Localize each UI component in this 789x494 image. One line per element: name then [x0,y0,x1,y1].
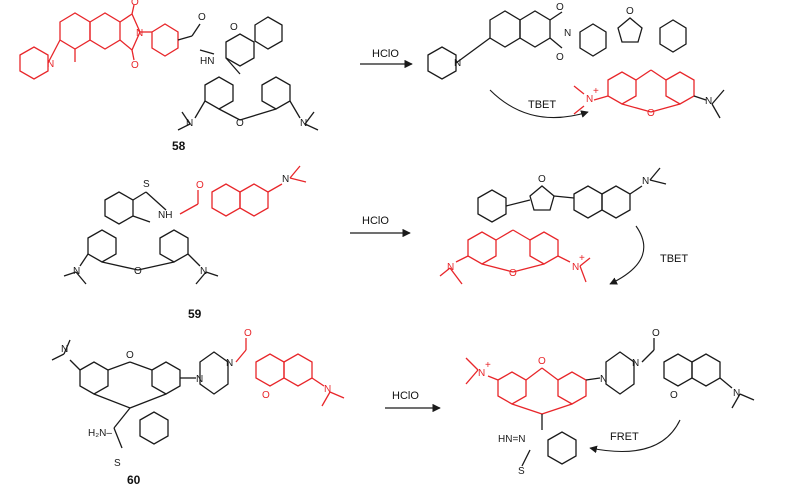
atom-n-plus: N [572,262,579,273]
atom-o: O [652,328,660,339]
atom-n: N [300,118,307,129]
coumarin-donor [235,338,345,407]
atom-o: O [198,12,206,23]
atom-n: N [282,174,289,185]
mechanism-label: TBET [660,253,688,265]
atom-o: O [626,6,634,17]
rhodamine-spiro-thiolactam [63,191,219,285]
compound-59-reactant: S NH O N N O N [63,165,307,285]
reaction-arrow: HClO [350,215,411,238]
atom-nh: NH [158,210,172,221]
reagent-label: HClO [372,48,399,60]
compound-60-reactant: O N H₂N– S N N O O N [51,328,345,469]
open-rhodamine-acceptor [465,357,587,415]
atom-o: O [556,52,564,63]
atom-h2n: H₂N– [88,428,112,439]
compound-number: 60 [127,473,141,487]
naphthalene-donor [179,165,307,217]
atom-n-plus: N [478,368,485,379]
energy-transfer-arrow: TBET [489,89,589,119]
charge-plus: + [593,86,599,97]
mechanism-label: FRET [610,431,639,443]
atom-n: N [642,176,649,187]
atom-n: N [186,118,193,129]
atom-n: N [73,266,80,277]
atom-o: O [196,180,204,191]
atom-hn: HN [200,56,214,67]
compound-59-product: O N O N N + [439,167,667,285]
atom-o: O [262,390,270,401]
atom-n: N [136,28,143,39]
naphthalimide-donor [19,4,179,80]
atom-o: O [230,22,238,33]
atom-o: O [126,350,134,361]
atom-n: N [226,358,233,369]
atom-s: S [143,179,150,190]
atom-s: S [114,458,121,469]
atom-n: N [447,262,454,273]
charge-plus: + [485,360,491,371]
atom-n: N [324,384,331,395]
compound-number: 59 [188,307,202,321]
atom-n-plus: N [586,94,593,105]
atom-n: N [733,388,740,399]
atom-o: O [538,174,546,185]
reaction-arrow: HClO [360,48,413,69]
atom-n: N [454,58,461,69]
rhodamine-spiro-acceptor [177,16,319,131]
naphthalimide-donor [427,10,687,80]
compound-58-reactant: N N O O O O HN O N N [19,0,319,131]
atom-o: O [236,118,244,129]
atom-o: O [131,60,139,71]
atom-o: O [131,0,139,8]
atom-n: N [196,374,203,385]
atom-hn-n: HN=N [498,434,526,445]
atom-n: N [705,96,712,107]
atom-o: O [134,266,142,277]
atom-o: O [509,268,517,279]
compound-58-product: O O O N N N + O N [427,2,725,119]
atom-o: O [538,356,546,367]
charge-plus: + [579,253,585,264]
mechanism-label: TBET [528,99,556,111]
atom-n: N [632,358,639,369]
atom-s: S [518,466,525,477]
reagent-label: HClO [392,390,419,402]
atom-o: O [647,108,655,119]
compound-60-product: O N + HN=N S N N O O N [465,328,755,477]
open-rhodamine-acceptor [573,69,695,115]
atom-o: O [244,328,252,339]
reaction-arrow: HClO [385,390,441,413]
reagent-label: HClO [362,215,389,227]
energy-transfer-arrow: FRET [589,419,681,454]
open-rhodamine-acceptor [439,229,591,285]
atom-n: N [200,266,207,277]
rhodamine-spiro-thiolactam [51,339,229,449]
atom-o: O [670,390,678,401]
atom-n: N [47,59,54,70]
atom-n: N [600,374,607,385]
atom-n: N [564,28,571,39]
atom-o: O [556,2,564,13]
atom-n: N [61,344,68,355]
energy-transfer-arrow: TBET [609,225,688,285]
compound-number: 58 [172,139,186,153]
